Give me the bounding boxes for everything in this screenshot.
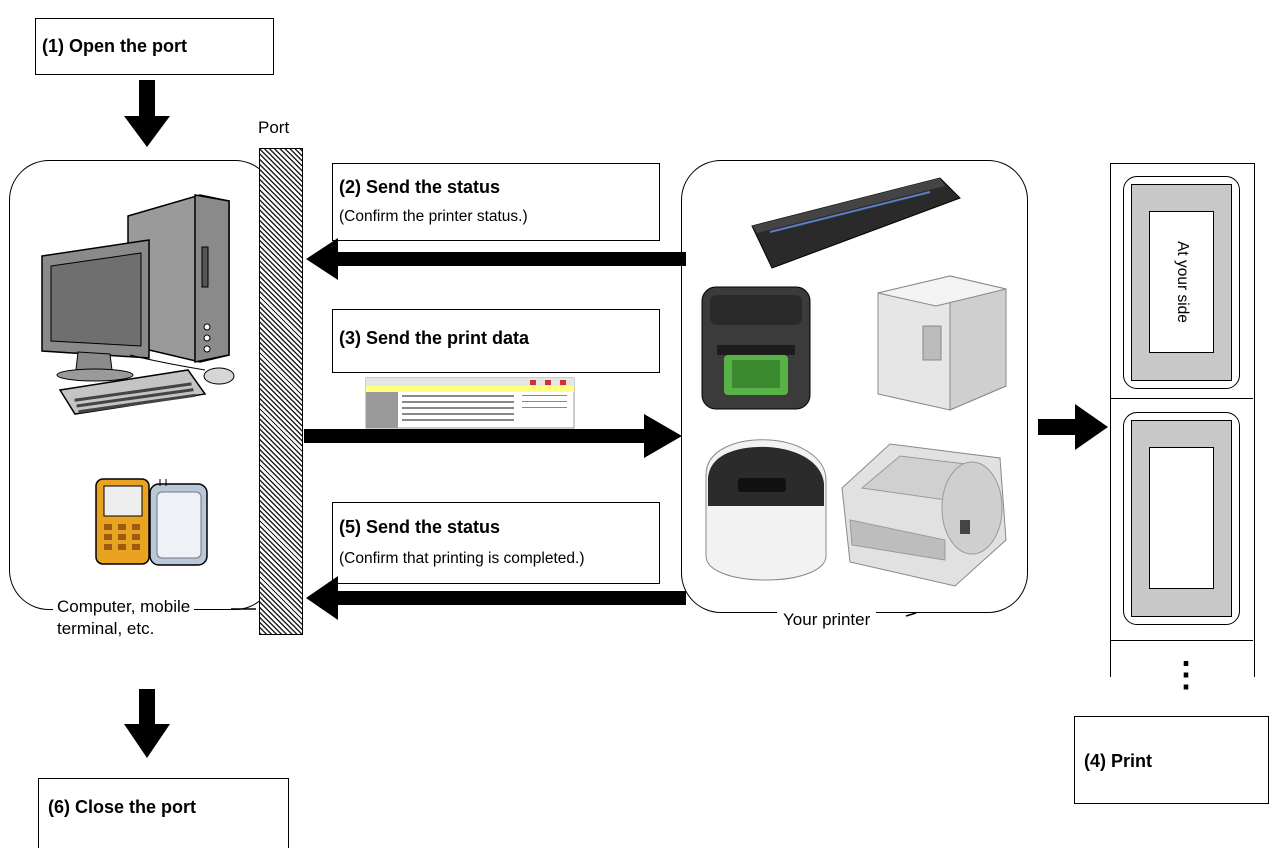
step-send-status-1-note: (Confirm the printer status.) — [339, 208, 528, 225]
computer-label-line1: Computer, mobile — [53, 597, 195, 617]
label-2-content — [1149, 447, 1214, 589]
printer-icon — [701, 286, 811, 410]
arrow-icon — [124, 80, 1108, 758]
step-print: (4) Print — [1074, 716, 1269, 804]
label-1-gray: At your side — [1131, 184, 1232, 381]
printer-label: Your printer — [777, 610, 877, 630]
printer-icon — [705, 439, 827, 581]
printer-icon — [751, 177, 961, 269]
step-send-status-1: (2) Send the status (Confirm the printer… — [332, 163, 660, 241]
step-open-port-label: (1) Open the port — [42, 36, 187, 56]
step-close-port: (6) Close the port — [38, 778, 289, 848]
step-send-status-2-note: (Confirm that printing is completed.) — [339, 550, 585, 567]
label-2-gray — [1131, 420, 1232, 617]
tape-ellipsis: ⋮ — [1169, 656, 1203, 694]
step-send-print-data: (3) Send the print data — [332, 309, 660, 373]
step-close-port-label: (6) Close the port — [48, 797, 197, 817]
label-2 — [1123, 412, 1240, 625]
hex-data-icon — [365, 377, 575, 429]
printer-icon — [841, 443, 1007, 587]
label-tape: At your side — [1110, 163, 1255, 677]
step-send-status-2: (5) Send the status (Confirm that printi… — [332, 502, 660, 584]
step-send-print-data-title: (3) Send the print data — [339, 328, 530, 348]
step-open-port: (1) Open the port — [35, 18, 274, 75]
step-print-label: (4) Print — [1084, 751, 1153, 771]
port-bar — [259, 148, 303, 635]
port-label: Port — [258, 118, 290, 138]
desktop-computer-icon — [41, 194, 235, 415]
computer-label-line2: terminal, etc. — [57, 619, 155, 639]
printer-icon — [877, 275, 1007, 411]
label-1: At your side — [1123, 176, 1240, 389]
tape-divider — [1111, 398, 1253, 399]
step-send-status-1-title: (2) Send the status — [339, 177, 501, 197]
mobile-terminal-icon — [95, 478, 208, 566]
label-1-content: At your side — [1149, 211, 1214, 353]
tape-divider — [1111, 640, 1253, 641]
step-send-status-2-title: (5) Send the status — [339, 517, 501, 537]
